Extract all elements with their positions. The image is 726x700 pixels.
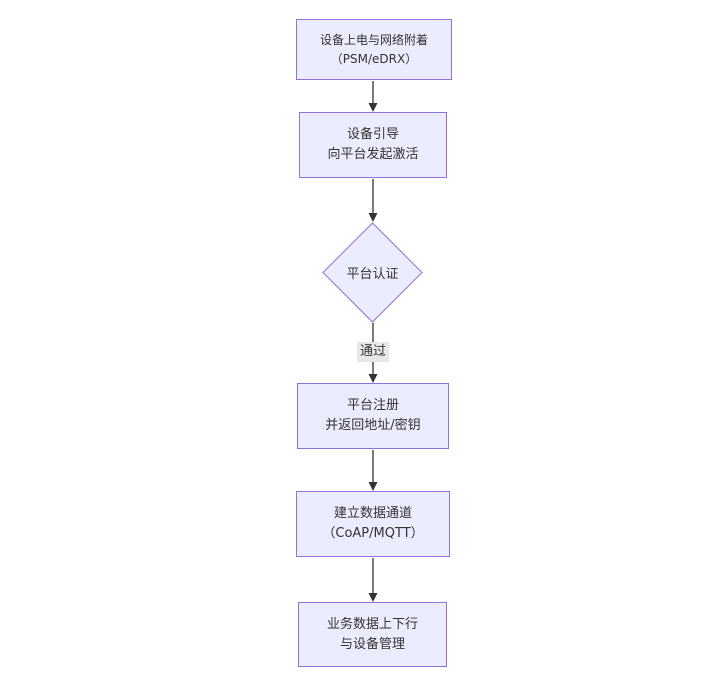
node-device-bootstrap: 设备引导 向平台发起激活 xyxy=(299,112,447,178)
node-text-line: 向平台发起激活 xyxy=(327,147,419,162)
arrow-register-to-channel xyxy=(368,450,378,491)
node-text-line: 与设备管理 xyxy=(339,636,405,652)
node-text-line: （PSM/eDRX） xyxy=(330,51,418,66)
node-data-channel: 建立数据通道 （CoAP/MQTT） xyxy=(296,491,450,557)
node-text-line: 平台注册 xyxy=(346,398,399,413)
node-text-line: 设备引导 xyxy=(346,127,399,142)
node-platform-auth: 平台认证 xyxy=(322,222,423,323)
node-business-data: 业务数据上下行 与设备管理 xyxy=(298,602,447,667)
arrow-power-to-bootstrap xyxy=(368,81,378,112)
node-text-line: 业务数据上下行 xyxy=(326,616,418,632)
node-platform-register: 平台注册 并返回地址/密钥 xyxy=(297,383,449,449)
node-text-line: 设备上电与网络附着 xyxy=(319,32,428,47)
arrow-channel-to-business xyxy=(368,558,378,602)
node-text-line: 建立数据通道 xyxy=(333,506,412,521)
node-text-line: 并返回地址/密钥 xyxy=(325,418,421,433)
node-text-line: 平台认证 xyxy=(346,267,399,282)
edge-label-pass: 通过 xyxy=(356,342,390,362)
node-device-power-attach: 设备上电与网络附着 （PSM/eDRX） xyxy=(296,19,452,80)
node-text-line: （CoAP/MQTT） xyxy=(322,526,424,541)
arrow-bootstrap-to-auth xyxy=(368,179,378,222)
